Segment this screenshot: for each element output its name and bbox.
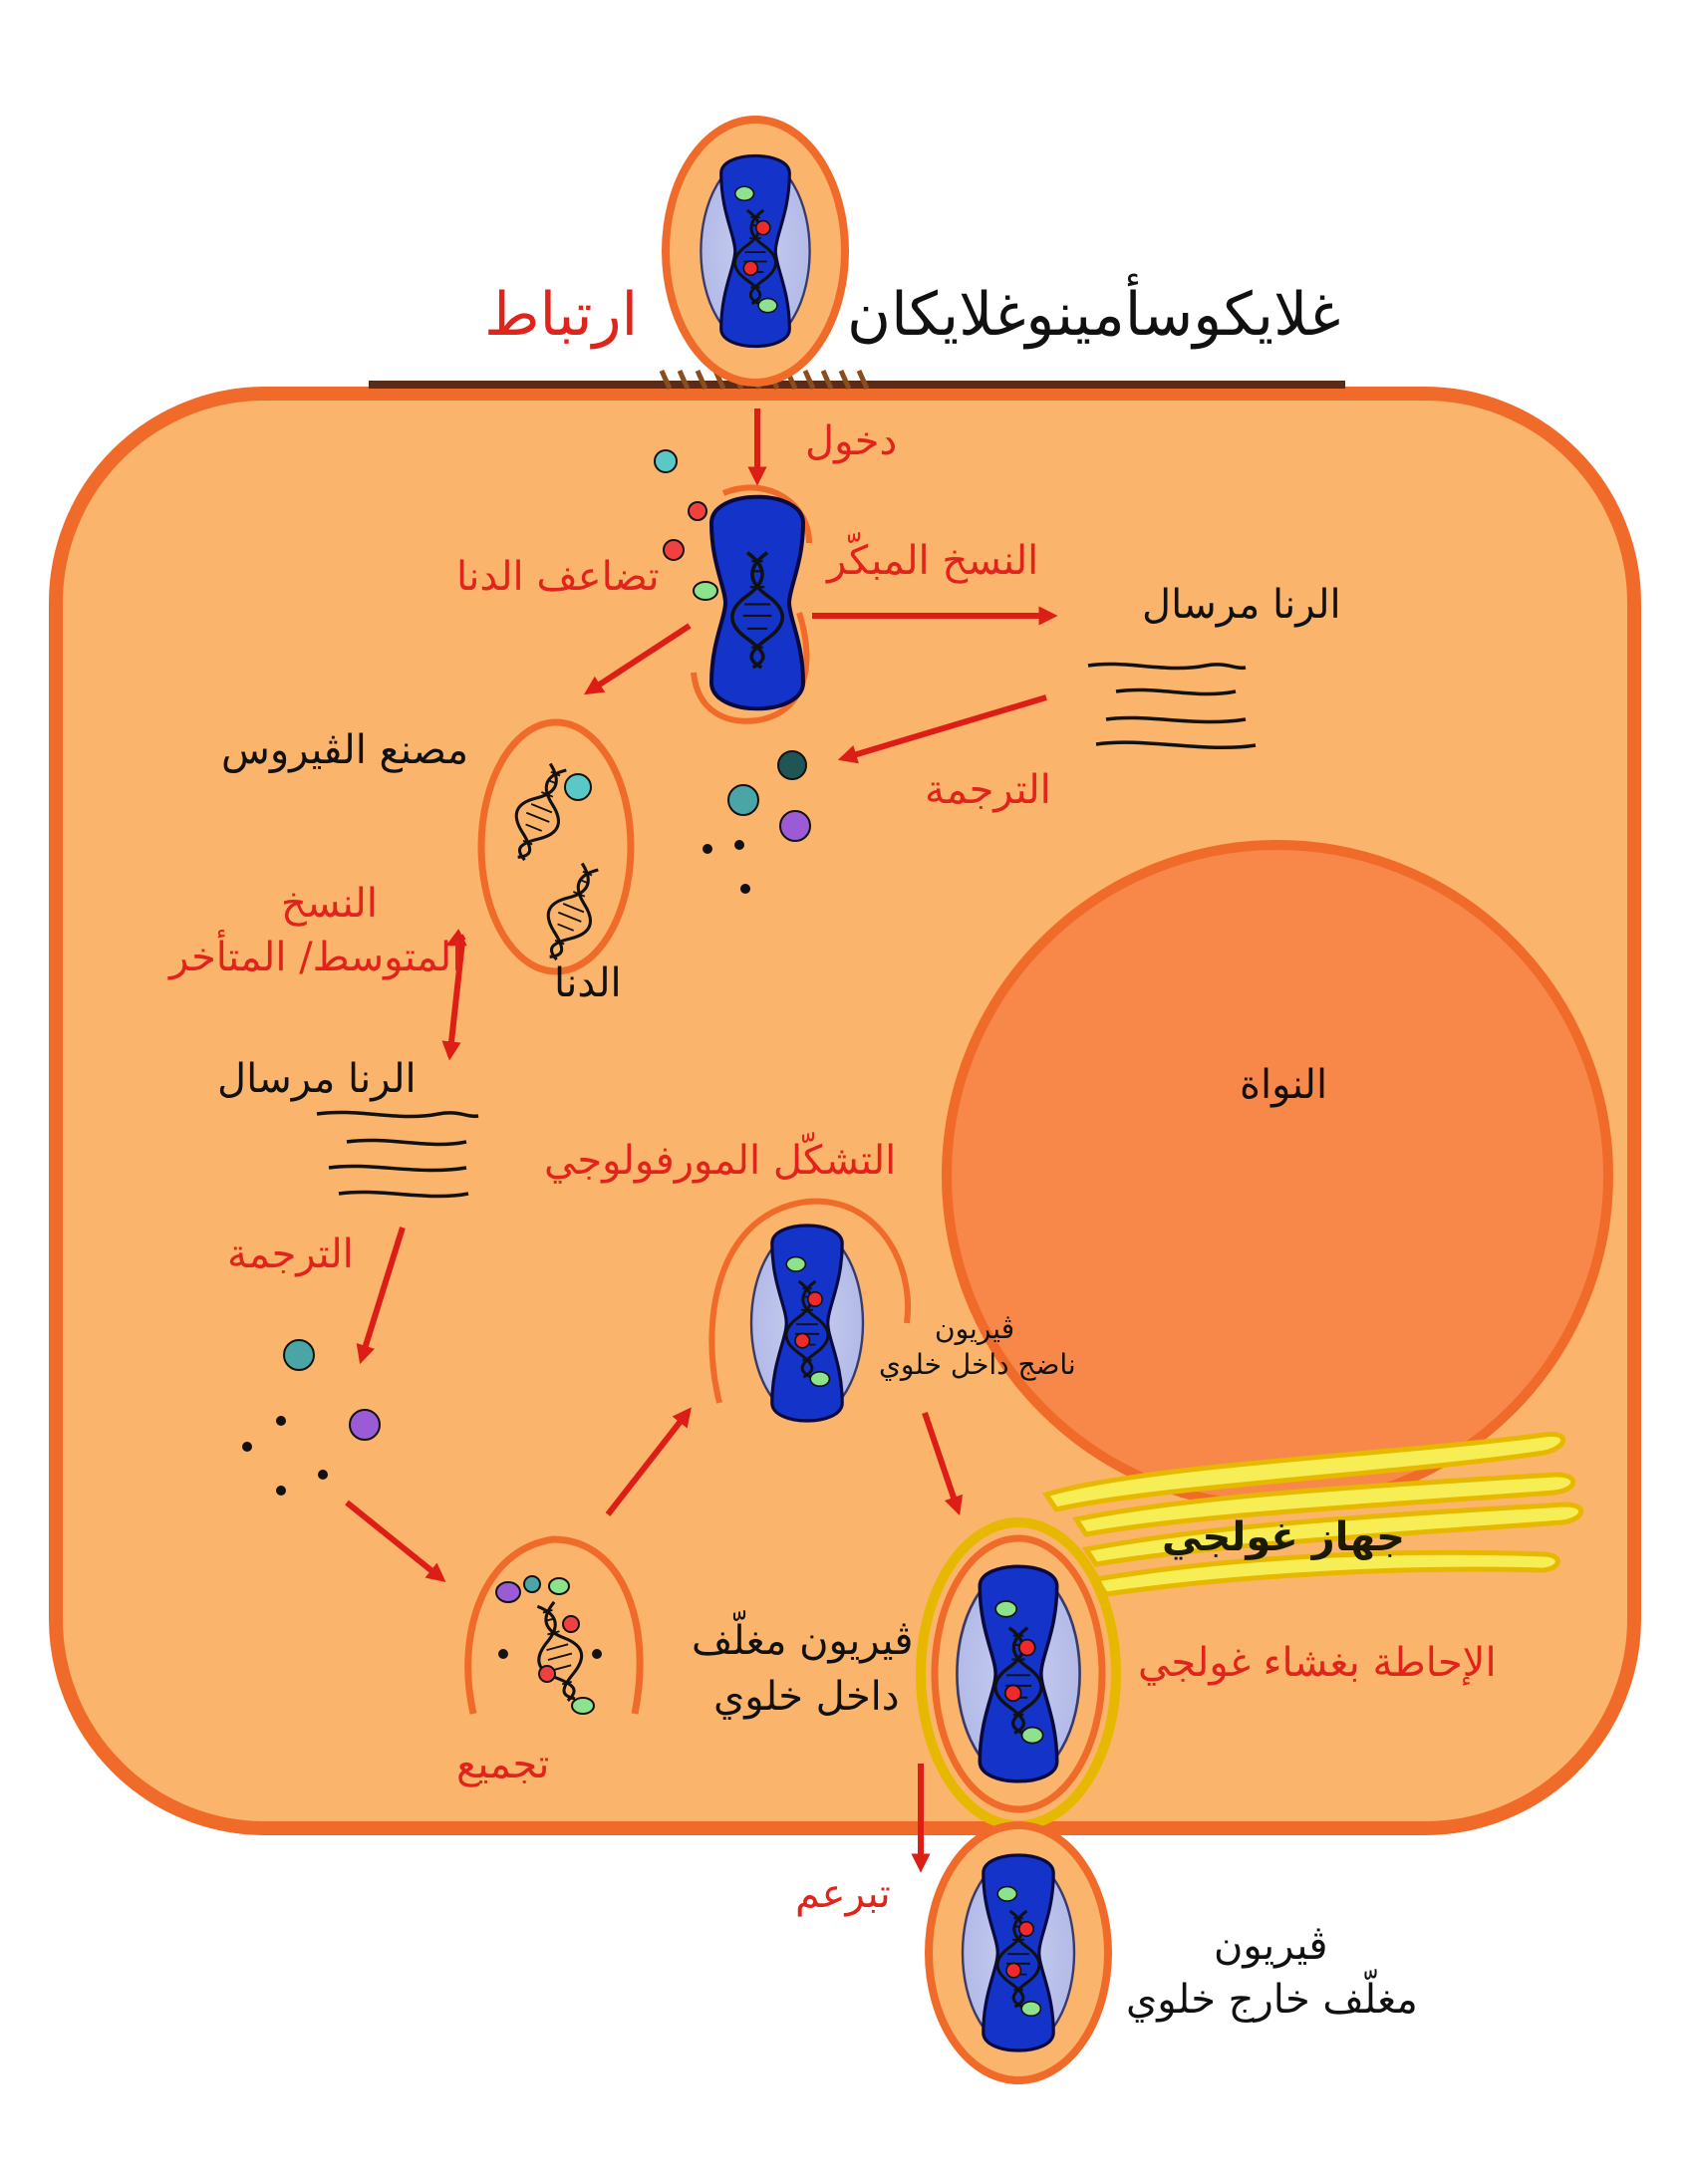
- label-budding: تبرعم: [795, 1871, 891, 1917]
- viral-factory: [477, 718, 635, 975]
- virion-icon-morphogenesis: [708, 1198, 911, 1421]
- label-dna-replication: تضاعف الدنا: [456, 554, 660, 600]
- label-wrapped-virion-1: ڤيريون مغلّف: [692, 1618, 914, 1664]
- label-mrna-1: الرنا مرسال: [1142, 582, 1341, 628]
- label-viral-factory: مصنع الڤيروس: [221, 727, 469, 773]
- protein-dot-icon: [734, 840, 744, 850]
- protein-dot-icon: [740, 884, 750, 894]
- protein-dot-icon: [276, 1416, 286, 1426]
- protein-dot-icon: [283, 1339, 315, 1371]
- protein-dot-icon: [703, 844, 712, 854]
- protein-dot-icon: [777, 750, 807, 780]
- label-early-transcription: النسخ المبكّر: [827, 538, 1039, 584]
- protein-dot-icon: [349, 1409, 381, 1441]
- virion-icon-extracellular: [925, 1821, 1112, 2084]
- label-extracellular-2: مغلّف خارج خلوي: [1126, 1977, 1418, 2023]
- protein-dot-icon: [727, 784, 759, 816]
- glycosaminoglycan-receptors: [659, 369, 870, 391]
- label-extracellular-1: ڤيريون: [1214, 1923, 1328, 1969]
- protein-dot-icon: [242, 1442, 252, 1452]
- label-mrna-2: الرنا مرسال: [217, 1056, 417, 1102]
- label-glycosaminoglycan: غلايكوسأمينوغلايكان: [847, 280, 1341, 350]
- protein-dot-icon: [663, 539, 685, 561]
- protein-dot-icon: [654, 449, 678, 473]
- virion-icon-wrapped: [916, 1517, 1121, 1830]
- label-entry: دخول: [805, 418, 898, 464]
- label-golgi-wrapping: الإحاطة بغشاء غولجي: [1138, 1640, 1497, 1686]
- assembly-crescent: [464, 1535, 644, 1715]
- label-assembly: تجميع: [456, 1742, 550, 1787]
- virion-icon-attachment: [662, 116, 849, 387]
- arrow-icon: [345, 409, 1058, 1873]
- label-attachment: ارتباط: [484, 280, 639, 350]
- label-mature-virion-1: ڤيريون: [935, 1312, 1015, 1345]
- golgi-icon: [1042, 1431, 1584, 1597]
- virion-icon-entry: [691, 484, 812, 724]
- label-golgi-apparatus: جهاز غولجي: [1162, 1514, 1405, 1560]
- label-mid-late-transcription-1: النسخ: [281, 881, 378, 927]
- label-nucleus: النواة: [1240, 1062, 1328, 1108]
- label-wrapped-virion-2: داخل خلوي: [713, 1674, 900, 1720]
- protein-dot-icon: [276, 1486, 286, 1496]
- protein-dot-icon: [318, 1470, 328, 1480]
- mrna-strand-icon: [1087, 662, 1257, 750]
- label-mid-late-transcription-2: المتوسط/ المتأخر: [169, 935, 463, 980]
- mrna-strand-icon: [316, 1110, 479, 1199]
- nucleus-icon: [942, 840, 1613, 1511]
- receptor-band: [369, 381, 1345, 389]
- label-morphogenesis: التشكّل المورفولوجي: [544, 1138, 897, 1184]
- label-mature-virion-2: ناضج داخل خلوي: [879, 1348, 1076, 1381]
- label-dna: الدنا: [554, 960, 622, 1006]
- label-translation-2: الترجمة: [227, 1231, 354, 1277]
- protein-dot-icon: [693, 581, 718, 601]
- label-translation-1: الترجمة: [925, 767, 1051, 813]
- protein-dot-icon: [688, 501, 707, 521]
- protein-dot-icon: [779, 810, 811, 842]
